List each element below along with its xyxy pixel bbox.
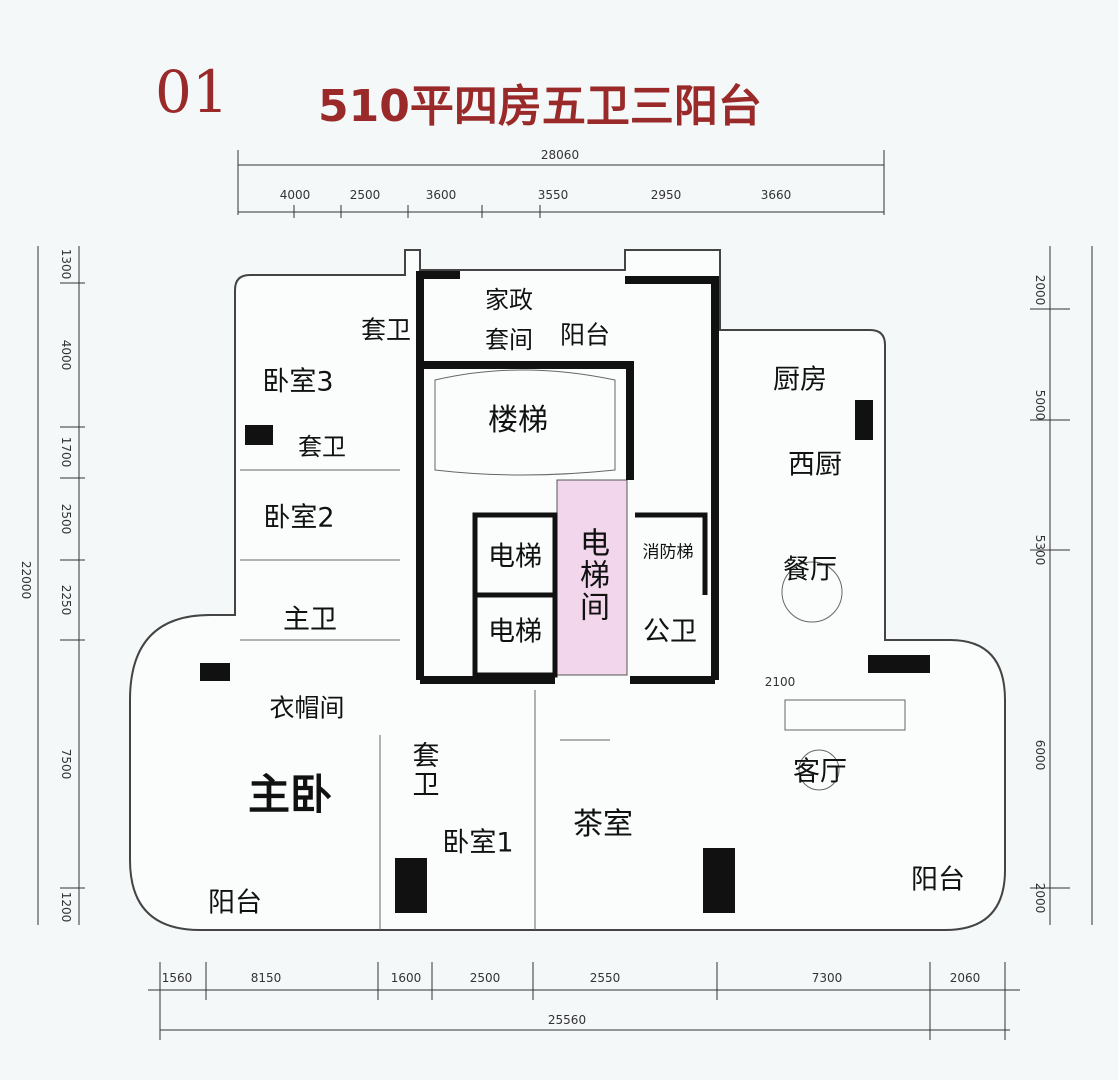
dim-bottom: 1560 bbox=[161, 971, 193, 985]
dim-left: 1200 bbox=[59, 891, 73, 923]
room-maid: 家政 bbox=[485, 286, 533, 314]
room-bedroom-3: 卧室3 bbox=[262, 366, 334, 398]
room-suite-bath-2: 套卫 bbox=[298, 433, 346, 461]
dim-right: 6000 bbox=[1033, 739, 1047, 771]
dim-bottom: 2060 bbox=[949, 971, 981, 985]
dim-top: 3550 bbox=[537, 188, 569, 202]
room-western-kitchen: 西厨 bbox=[788, 449, 842, 481]
room-master-bath: 主卫 bbox=[283, 604, 337, 636]
dim-right: 5000 bbox=[1033, 389, 1047, 421]
dim-top: 4000 bbox=[279, 188, 311, 202]
room-elevator-2: 电梯 bbox=[488, 616, 542, 648]
room-fire-elevator: 消防梯 bbox=[642, 542, 694, 563]
room-master-bedroom: 主卧 bbox=[247, 770, 333, 819]
dim-bottom: 1600 bbox=[390, 971, 422, 985]
dim-bottom: 2550 bbox=[589, 971, 621, 985]
dim-interior: 2100 bbox=[764, 675, 796, 689]
dimension-lines bbox=[37, 150, 1093, 1040]
room-elevator-hall: 电梯间 bbox=[574, 527, 609, 623]
dim-left: 2500 bbox=[59, 503, 73, 535]
plan-title: 510平四房五卫三阳台 bbox=[318, 81, 762, 132]
dim-top-total: 28060 bbox=[540, 148, 580, 162]
room-kitchen: 厨房 bbox=[773, 364, 827, 396]
dim-left: 2250 bbox=[59, 584, 73, 616]
dim-bottom-total: 25560 bbox=[547, 1013, 587, 1027]
dim-right: 2000 bbox=[1033, 274, 1047, 306]
dim-left-total: 22000 bbox=[19, 560, 33, 600]
dim-right: 5300 bbox=[1033, 534, 1047, 566]
dim-right: 2000 bbox=[1033, 882, 1047, 914]
walls bbox=[416, 271, 719, 684]
room-bedroom-1: 卧室1 bbox=[442, 827, 514, 859]
room-suite-bath-1: 套卫 bbox=[407, 741, 439, 799]
dim-left: 7500 bbox=[59, 748, 73, 780]
dim-top: 3660 bbox=[760, 188, 792, 202]
room-suite-bath-3: 套卫 bbox=[360, 315, 412, 345]
room-maid-2: 套间 bbox=[485, 326, 533, 354]
room-cloakroom: 衣帽间 bbox=[269, 693, 345, 723]
dim-bottom: 2500 bbox=[469, 971, 501, 985]
room-tea-room: 茶室 bbox=[573, 807, 633, 842]
dim-left: 4000 bbox=[59, 339, 73, 371]
dim-left: 1700 bbox=[59, 436, 73, 468]
dim-bottom: 8150 bbox=[250, 971, 282, 985]
dim-top: 3600 bbox=[425, 188, 457, 202]
room-balcony-left: 阳台 bbox=[208, 887, 262, 919]
room-bedroom-2: 卧室2 bbox=[263, 502, 335, 534]
room-living: 客厅 bbox=[793, 756, 847, 788]
room-stairs: 楼梯 bbox=[488, 403, 548, 438]
room-service-balcony: 阳台 bbox=[559, 320, 611, 350]
dim-top: 2500 bbox=[349, 188, 381, 202]
room-public-bath: 公卫 bbox=[643, 616, 697, 648]
room-balcony-right: 阳台 bbox=[911, 864, 965, 896]
dim-top: 2950 bbox=[650, 188, 682, 202]
plan-number: 01 bbox=[155, 58, 229, 126]
dim-left: 1300 bbox=[59, 248, 73, 280]
dim-bottom: 7300 bbox=[811, 971, 843, 985]
room-dining: 餐厅 bbox=[783, 554, 837, 586]
room-elevator-1: 电梯 bbox=[488, 541, 542, 573]
